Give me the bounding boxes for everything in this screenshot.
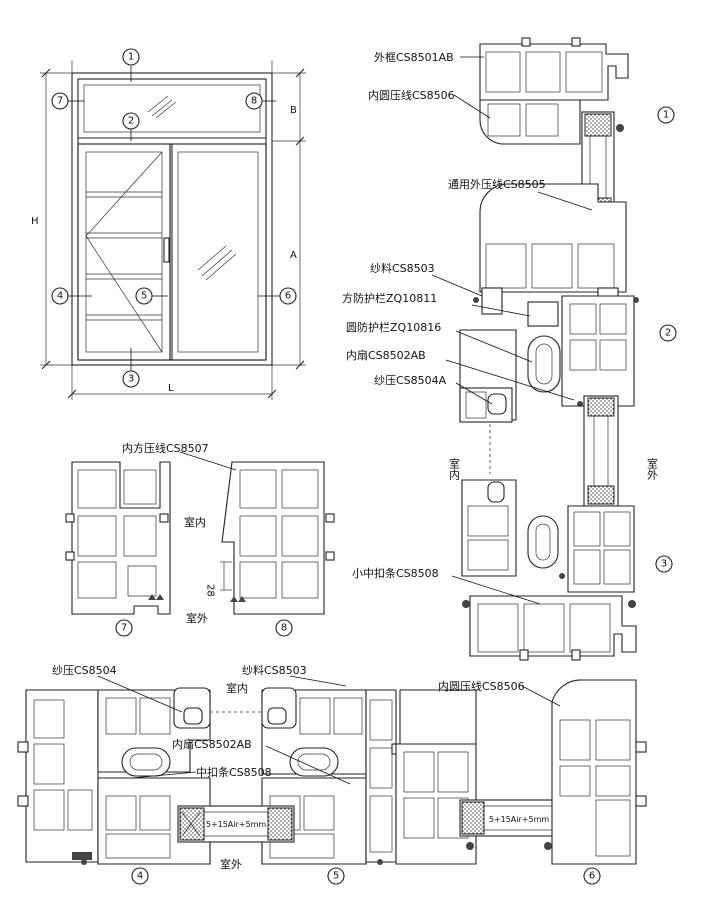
section-marker-4: 4 [131, 867, 149, 885]
label-mullion-clip-bottom: 中扣条CS8508 [196, 765, 272, 779]
section-marker-7: 7 [115, 619, 133, 637]
section-marker-1: 1 [657, 106, 675, 124]
dim-A-label: A [290, 250, 297, 261]
vertical-section-profiles [431, 37, 639, 661]
marker-label: 4 [137, 871, 143, 882]
elevation-marker-3: 3 [122, 370, 140, 388]
marker-label: 6 [589, 871, 595, 882]
section-marker-2: 2 [659, 324, 677, 342]
label-indoor-vertical: 室内 [448, 457, 461, 481]
label-indoor-bottom: 室内 [226, 681, 248, 695]
section-marker-3: 3 [655, 555, 673, 573]
dim-H-label: H [31, 216, 39, 227]
label-inner-round-bead: 内圆压线CS8506 [368, 88, 455, 102]
section-marker-8: 8 [275, 619, 293, 637]
glass-spec-right: 5+15Air+5mm [489, 815, 550, 824]
label-round-guard: 圆防护栏ZQ10816 [346, 320, 441, 334]
label-square-guard: 方防护栏ZQ10811 [342, 291, 437, 305]
dim-B-label: B [290, 105, 297, 116]
marker-label: 7 [121, 623, 127, 634]
marker-label: 1 [663, 110, 669, 121]
marker-label: 7 [57, 96, 63, 107]
marker-label: 3 [661, 559, 667, 570]
marker-label: 2 [128, 116, 134, 127]
label-outdoor-bottom: 室外 [220, 857, 242, 871]
label-inner-square-bead: 内方压线CS8507 [122, 441, 209, 455]
elevation-marker-2: 2 [122, 112, 140, 130]
window-elevation [40, 60, 306, 400]
marker-label: 3 [128, 374, 134, 385]
label-outer-bead: 通用外压线CS8505 [448, 177, 546, 191]
dim-L-label: L [168, 383, 174, 394]
elevation-marker-6: 6 [279, 287, 297, 305]
dim-28-label: 28 [205, 584, 216, 597]
label-inner-round-bead-bottom: 内圆压线CS8506 [438, 679, 525, 693]
label-screen-profile-bottom: 纱料CS8503 [242, 663, 307, 677]
horizontal-section-profiles [17, 675, 647, 865]
label-screen-profile: 纱料CS8503 [370, 261, 435, 275]
elevation-marker-5: 5 [135, 287, 153, 305]
marker-label: 8 [281, 623, 287, 634]
label-outdoor-vertical: 室外 [646, 457, 659, 481]
glass-spec-left: 5+15Air+5mm [206, 820, 267, 829]
label-outer-frame: 外框CS8501AB [374, 51, 454, 64]
label-screen-bead: 纱压CS8504A [374, 374, 447, 387]
section-marker-6: 6 [583, 867, 601, 885]
label-inner-sash-bottom: 内扇CS8502AB [172, 737, 252, 751]
marker-label: 2 [665, 328, 671, 339]
label-screen-bead-bottom: 纱压CS8504 [52, 664, 117, 677]
section-7-8-profiles [65, 451, 335, 615]
marker-label: 8 [251, 96, 257, 107]
marker-label: 1 [128, 52, 134, 63]
marker-label: 6 [285, 291, 291, 302]
marker-label: 5 [333, 871, 339, 882]
section-marker-5: 5 [327, 867, 345, 885]
marker-label: 5 [141, 291, 147, 302]
label-outdoor-78: 室外 [186, 611, 208, 625]
elevation-marker-4: 4 [51, 287, 69, 305]
label-inner-sash: 内扇CS8502AB [346, 348, 426, 362]
label-small-mullion-clip: 小中扣条CS8508 [352, 566, 439, 580]
elevation-marker-8: 8 [245, 92, 263, 110]
elevation-marker-1: 1 [122, 48, 140, 66]
label-indoor-78: 室内 [184, 515, 206, 529]
elevation-marker-7: 7 [51, 92, 69, 110]
marker-label: 4 [57, 291, 63, 302]
